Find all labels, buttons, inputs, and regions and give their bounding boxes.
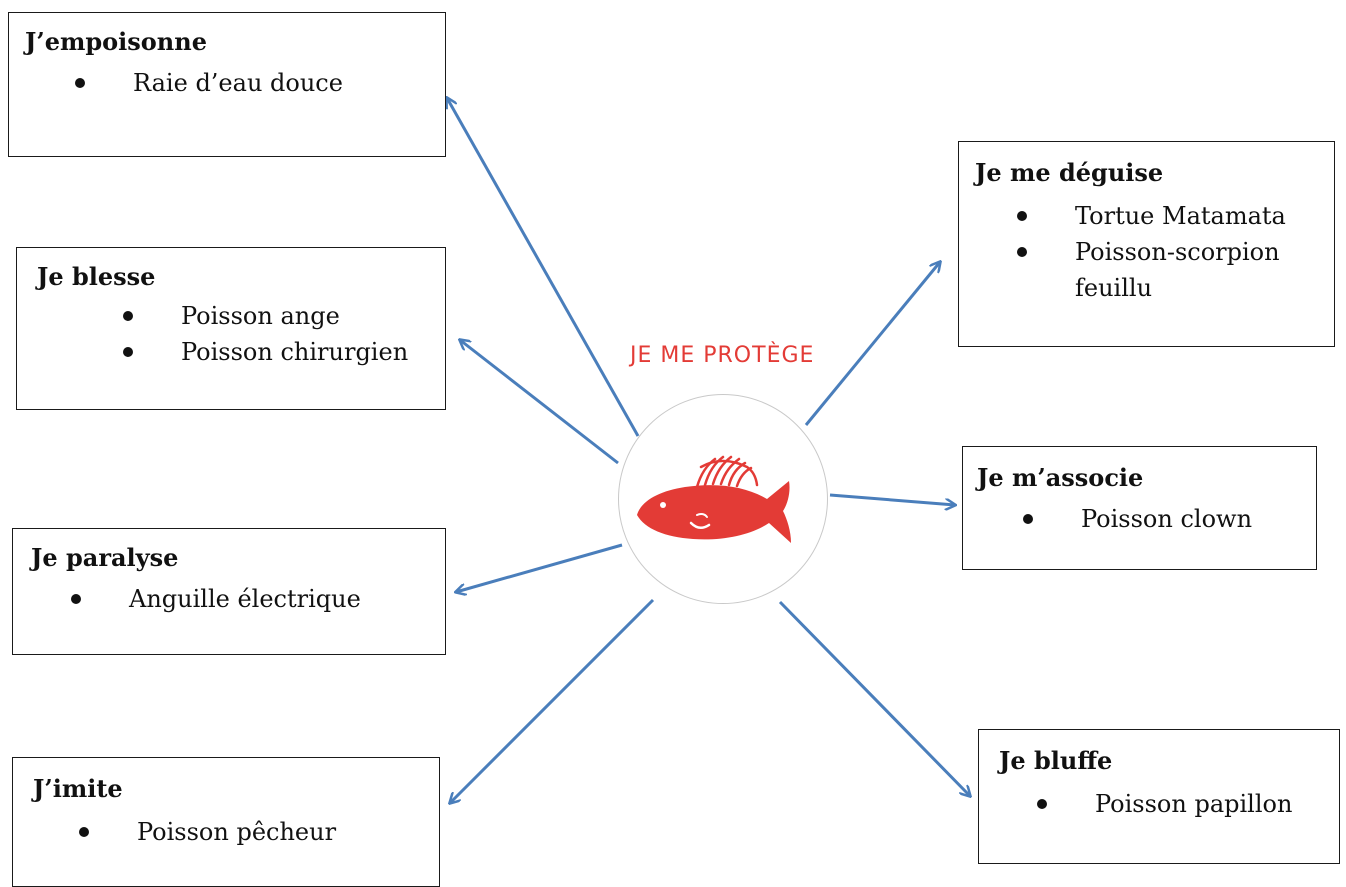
arrow-bluffe [778,600,970,796]
list-item: Poisson papillon [999,786,1339,822]
item-list: Poisson papillon [999,786,1339,822]
box-bluffe: Je bluffe Poisson papillon [978,729,1340,864]
box-title: J’imite [33,774,123,803]
arrow-blesse [460,340,619,465]
fish-icon [637,455,791,543]
list-item: Poisson ange [37,298,445,334]
center-title: JE ME PROTÈGE [630,343,815,368]
item-list: Poisson pêcheur [33,814,439,850]
box-paralyse: Je paralyse Anguille électrique [12,528,446,655]
box-blesse: Je blesse Poisson ange Poisson chirurgie… [16,247,446,410]
arrow-imite [450,598,655,803]
box-title: J’empoisonne [25,27,207,56]
box-title: Je blesse [37,262,156,291]
list-item: Poisson clown [977,501,1316,537]
center-circle [618,394,828,604]
arrow-paralyse [456,543,623,592]
item-list: Raie d’eau douce [25,65,445,101]
arrow-associe [829,493,955,505]
list-item: Poisson chirurgien [37,334,445,370]
list-item: Poisson pêcheur [33,814,439,850]
arrow-empoisonne [447,98,640,437]
box-deguise: Je me déguise Tortue Matamata Poisson-sc… [958,141,1335,347]
list-item: Anguille électrique [31,581,445,617]
box-empoisonne: J’empoisonne Raie d’eau douce [8,12,446,157]
box-title: Je bluffe [999,746,1113,775]
box-title: Je paralyse [31,543,179,572]
list-item: Poisson-scorpion feuillu [975,234,1334,306]
item-list: Tortue Matamata Poisson-scorpion feuillu [975,198,1334,306]
box-title: Je me déguise [975,158,1164,187]
item-list: Poisson ange Poisson chirurgien [37,298,445,370]
list-item: Raie d’eau douce [25,65,445,101]
item-list: Anguille électrique [31,581,445,617]
list-item: Tortue Matamata [975,198,1334,234]
arrow-deguise [804,262,940,426]
box-associe: Je m’associe Poisson clown [962,446,1317,570]
item-list: Poisson clown [977,501,1316,537]
box-imite: J’imite Poisson pêcheur [12,757,440,887]
box-title: Je m’associe [977,463,1144,492]
